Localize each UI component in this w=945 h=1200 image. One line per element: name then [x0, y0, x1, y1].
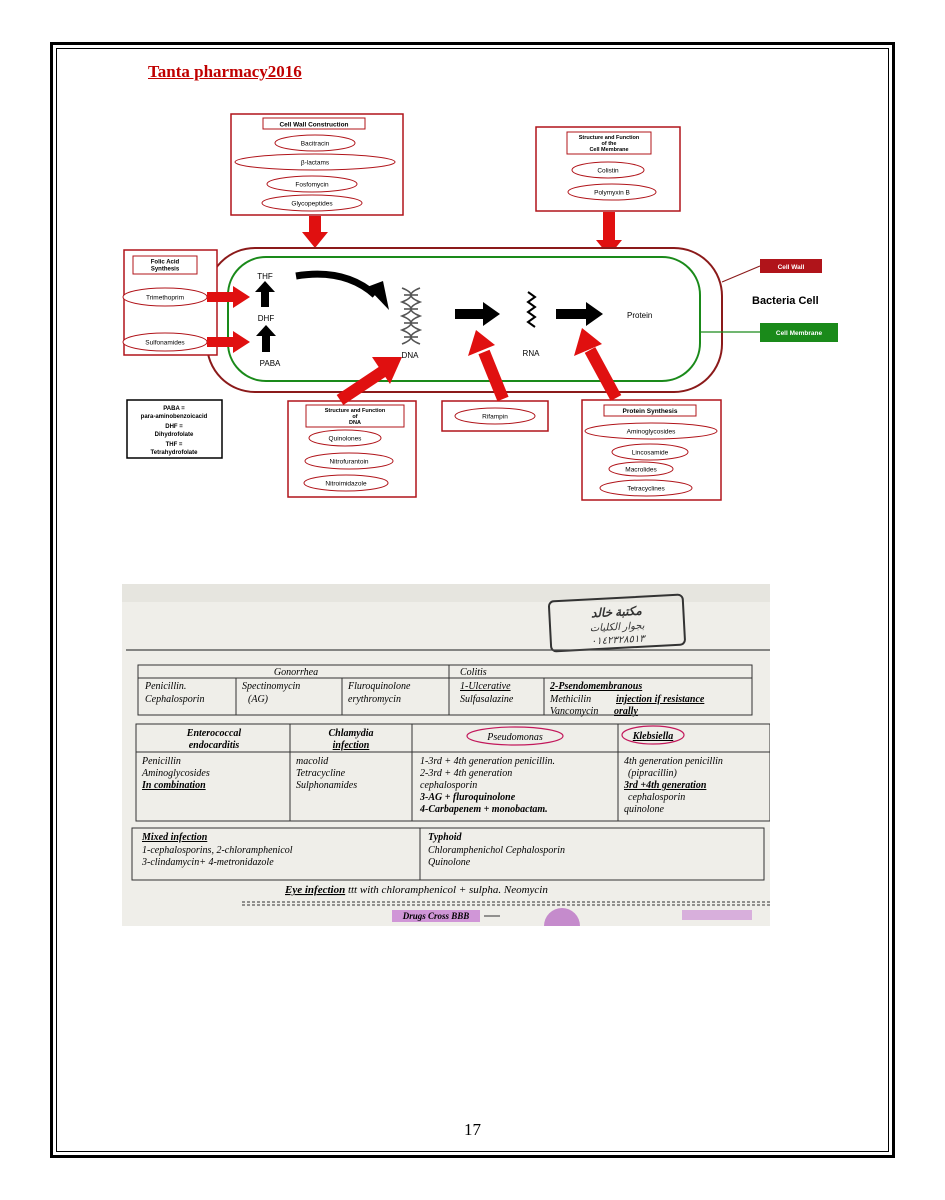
drug-label: Quinolones: [329, 436, 363, 443]
colitis-title: Colitis: [460, 667, 487, 678]
drug-label: Bacitracin: [301, 141, 330, 148]
folic-acid-title: Synthesis: [151, 267, 180, 273]
note-text: erythromycin: [348, 694, 401, 705]
cell-wall-label: Cell Wall: [778, 264, 805, 271]
drug-label: Aminoglycosides: [627, 429, 677, 436]
drug-label: Polymyxin B: [594, 190, 630, 197]
note-text: 3-clindamycin+ 4-metronidazole: [141, 857, 274, 868]
chlamydia-title: Chlamydia: [328, 728, 373, 739]
rna-drug-box: Rifampin: [442, 401, 548, 431]
eye-infection-rest: ttt with chloramphenicol + sulpha. Neomy…: [345, 884, 548, 896]
note-text: Penicillin.: [144, 681, 186, 692]
protein-synthesis-box: Protein Synthesis Aminoglycosides Lincos…: [582, 400, 721, 500]
note-text: orally: [614, 706, 638, 717]
paba-label: PABA: [260, 359, 281, 368]
note-text: Penicillin: [141, 756, 181, 767]
note-text: Fluroquinolone: [347, 681, 411, 692]
protein-label: Protein: [627, 311, 652, 320]
note-text: Quinolone: [428, 857, 471, 868]
note-text: Cephalosporin: [145, 694, 204, 705]
drug-label: Rifampin: [482, 414, 508, 421]
dna-box-title: DNA: [349, 420, 361, 426]
membrane-box-title: Cell Membrane: [589, 147, 628, 153]
drug-label: Tetracyclines: [627, 486, 665, 493]
note-text: In combination: [141, 780, 206, 791]
dna-function-box: Structure and Function of DNA Quinolones…: [288, 401, 416, 497]
drug-label: β-lactams: [301, 160, 330, 167]
note-text: injection if resistance: [616, 694, 705, 705]
legend-line: THF =: [166, 442, 183, 448]
legend-line: DHF =: [165, 424, 183, 430]
legend-line: para-aminobenzoicacid: [141, 414, 208, 420]
chlamydia-title: infection: [333, 740, 370, 751]
dhf-label: DHF: [258, 314, 275, 323]
note-text: Sulfasalazine: [460, 694, 514, 705]
note-text: Tetracycline: [296, 768, 346, 779]
bacteria-cell-diagram: Cell Wall Construction Bacitracin β-lact…: [0, 0, 945, 520]
stamp-text: مكتبة خالد: [591, 604, 643, 621]
eye-infection-lead: Eye infection: [284, 884, 345, 896]
note-text: quinolone: [624, 804, 665, 815]
note-text: cephalosporin: [628, 792, 685, 803]
dna-label: DNA: [402, 351, 420, 360]
note-text: 2-3rd + 4th generation: [420, 768, 512, 779]
drug-label: Glycopeptides: [291, 201, 333, 208]
note-text: 1-3rd + 4th generation penicillin.: [420, 756, 555, 767]
drug-label: Nitrofurantoin: [329, 459, 368, 466]
note-text: Spectinomycin: [242, 681, 300, 692]
cell-membrane-label: Cell Membrane: [776, 330, 823, 337]
legend-line: PABA =: [163, 406, 185, 412]
note-text: Sulphonamides: [296, 780, 357, 791]
folic-acid-synthesis-box: Folic Acid Synthesis Trimethoprim Sulfon…: [123, 250, 217, 355]
drug-label: Sulfonamides: [145, 340, 185, 347]
drug-label: Nitroimidazole: [325, 481, 367, 488]
folic-acid-title: Folic Acid: [151, 260, 180, 266]
cell-wall-construction-title: Cell Wall Construction: [279, 122, 348, 129]
legend-line: Dihydrofolate: [155, 432, 194, 438]
note-text: 3-AG + fluroquinolone: [419, 792, 516, 803]
note-text: Aminoglycosides: [141, 768, 210, 779]
note-text: 4th generation penicillin: [624, 756, 723, 767]
cell-wall-construction-box: Cell Wall Construction Bacitracin β-lact…: [231, 114, 403, 215]
note-text: 4-Carbapenem + monobactam.: [419, 804, 548, 815]
enterococcal-title: endocarditis: [189, 740, 240, 751]
mixed-infection-title: Mixed infection: [141, 832, 208, 843]
note-text: (AG): [248, 694, 269, 705]
bacteria-cell-label: Bacteria Cell: [752, 295, 819, 307]
drug-label: Macrolides: [625, 467, 657, 474]
note-text: cephalosporin: [420, 780, 477, 791]
drug-label: Fosfomycin: [295, 182, 329, 189]
note-text: (pipracillin): [628, 768, 678, 779]
note-text: 3rd +4th generation: [623, 780, 707, 791]
note-text: Vancomycin: [550, 706, 598, 717]
gonorrhea-title: Gonorrhea: [274, 667, 318, 678]
eye-infection-note: Eye infection ttt with chloramphenicol +…: [284, 884, 548, 896]
cell-membrane-function-box: Structure and Function of the Cell Membr…: [536, 127, 680, 211]
klebsiella-title: Klebsiella: [632, 731, 674, 742]
note-text: macolid: [296, 756, 329, 767]
handwritten-notes-photo: مكتبة خالد بجوار الكليات ٠١٤٢٣٢٨٥١٣ Gono…: [122, 584, 770, 926]
note-text: Chloramphenichol Cephalosporin: [428, 845, 565, 856]
legend-line: Tetrahydrofolate: [151, 450, 199, 456]
enterococcal-title: Enterococcal: [186, 728, 242, 739]
drug-label: Colistin: [597, 168, 619, 175]
drug-label: Lincosamide: [632, 450, 669, 457]
note-text: Methicilin: [549, 694, 591, 705]
thf-label: THF: [257, 272, 273, 281]
protein-box-title: Protein Synthesis: [623, 408, 678, 415]
note-text: 1-Ulcerative: [460, 681, 511, 692]
drugs-cross-bbb-text: Drugs Cross BBB: [402, 911, 470, 921]
drug-label: Trimethoprim: [146, 295, 184, 302]
note-text: 2-Psendomembranous: [549, 681, 642, 692]
page-number: 17: [0, 1120, 945, 1140]
red-arrow: [302, 216, 328, 248]
pseudomonas-title: Pseudomonas: [486, 732, 543, 743]
note-text: 1-cephalosporins, 2-chloramphenicol: [142, 845, 293, 856]
rna-label: RNA: [523, 349, 541, 358]
cell-wall-outline: [207, 248, 722, 392]
typhoid-title: Typhoid: [428, 832, 463, 843]
abbreviation-legend: PABA = para-aminobenzoicacid DHF = Dihyd…: [127, 400, 222, 458]
